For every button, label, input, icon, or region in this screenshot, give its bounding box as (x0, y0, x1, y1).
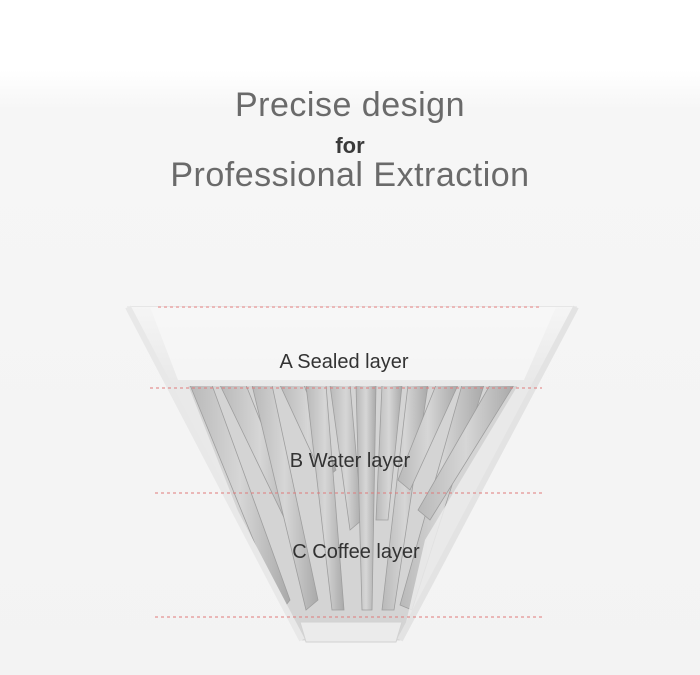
layer-label-coffee: C Coffee layer (292, 541, 420, 563)
headline-line-2: for (335, 133, 365, 158)
headline-line-1: Precise design (234, 86, 465, 124)
layer-label-sealed: A Sealed layer (279, 351, 409, 373)
headline-line-3: Professional Extraction (170, 156, 530, 194)
dripper-outlet (299, 621, 403, 643)
layer-label-water: B Water layer (289, 450, 411, 472)
layer-guide-lines (150, 306, 542, 618)
